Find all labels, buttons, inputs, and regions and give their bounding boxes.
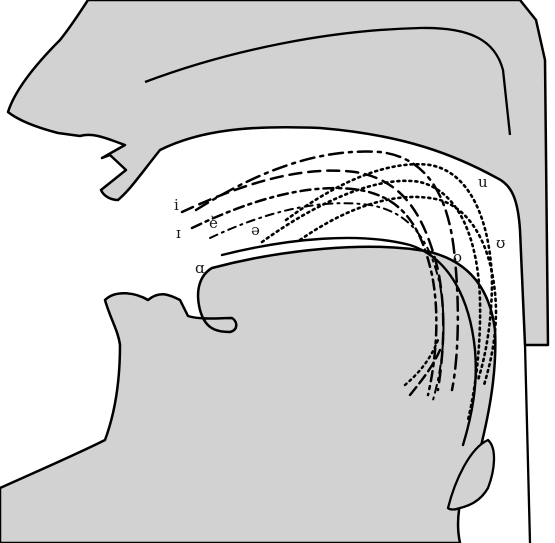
label-schwa: ə (251, 221, 260, 239)
label-I: ɪ (176, 224, 181, 242)
label-o: o (453, 248, 462, 266)
label-U: ʊ (496, 234, 505, 252)
label-i: i (174, 196, 179, 214)
label-a: ɑ (195, 259, 205, 277)
label-e: è (209, 214, 218, 232)
label-u: u (478, 173, 488, 191)
